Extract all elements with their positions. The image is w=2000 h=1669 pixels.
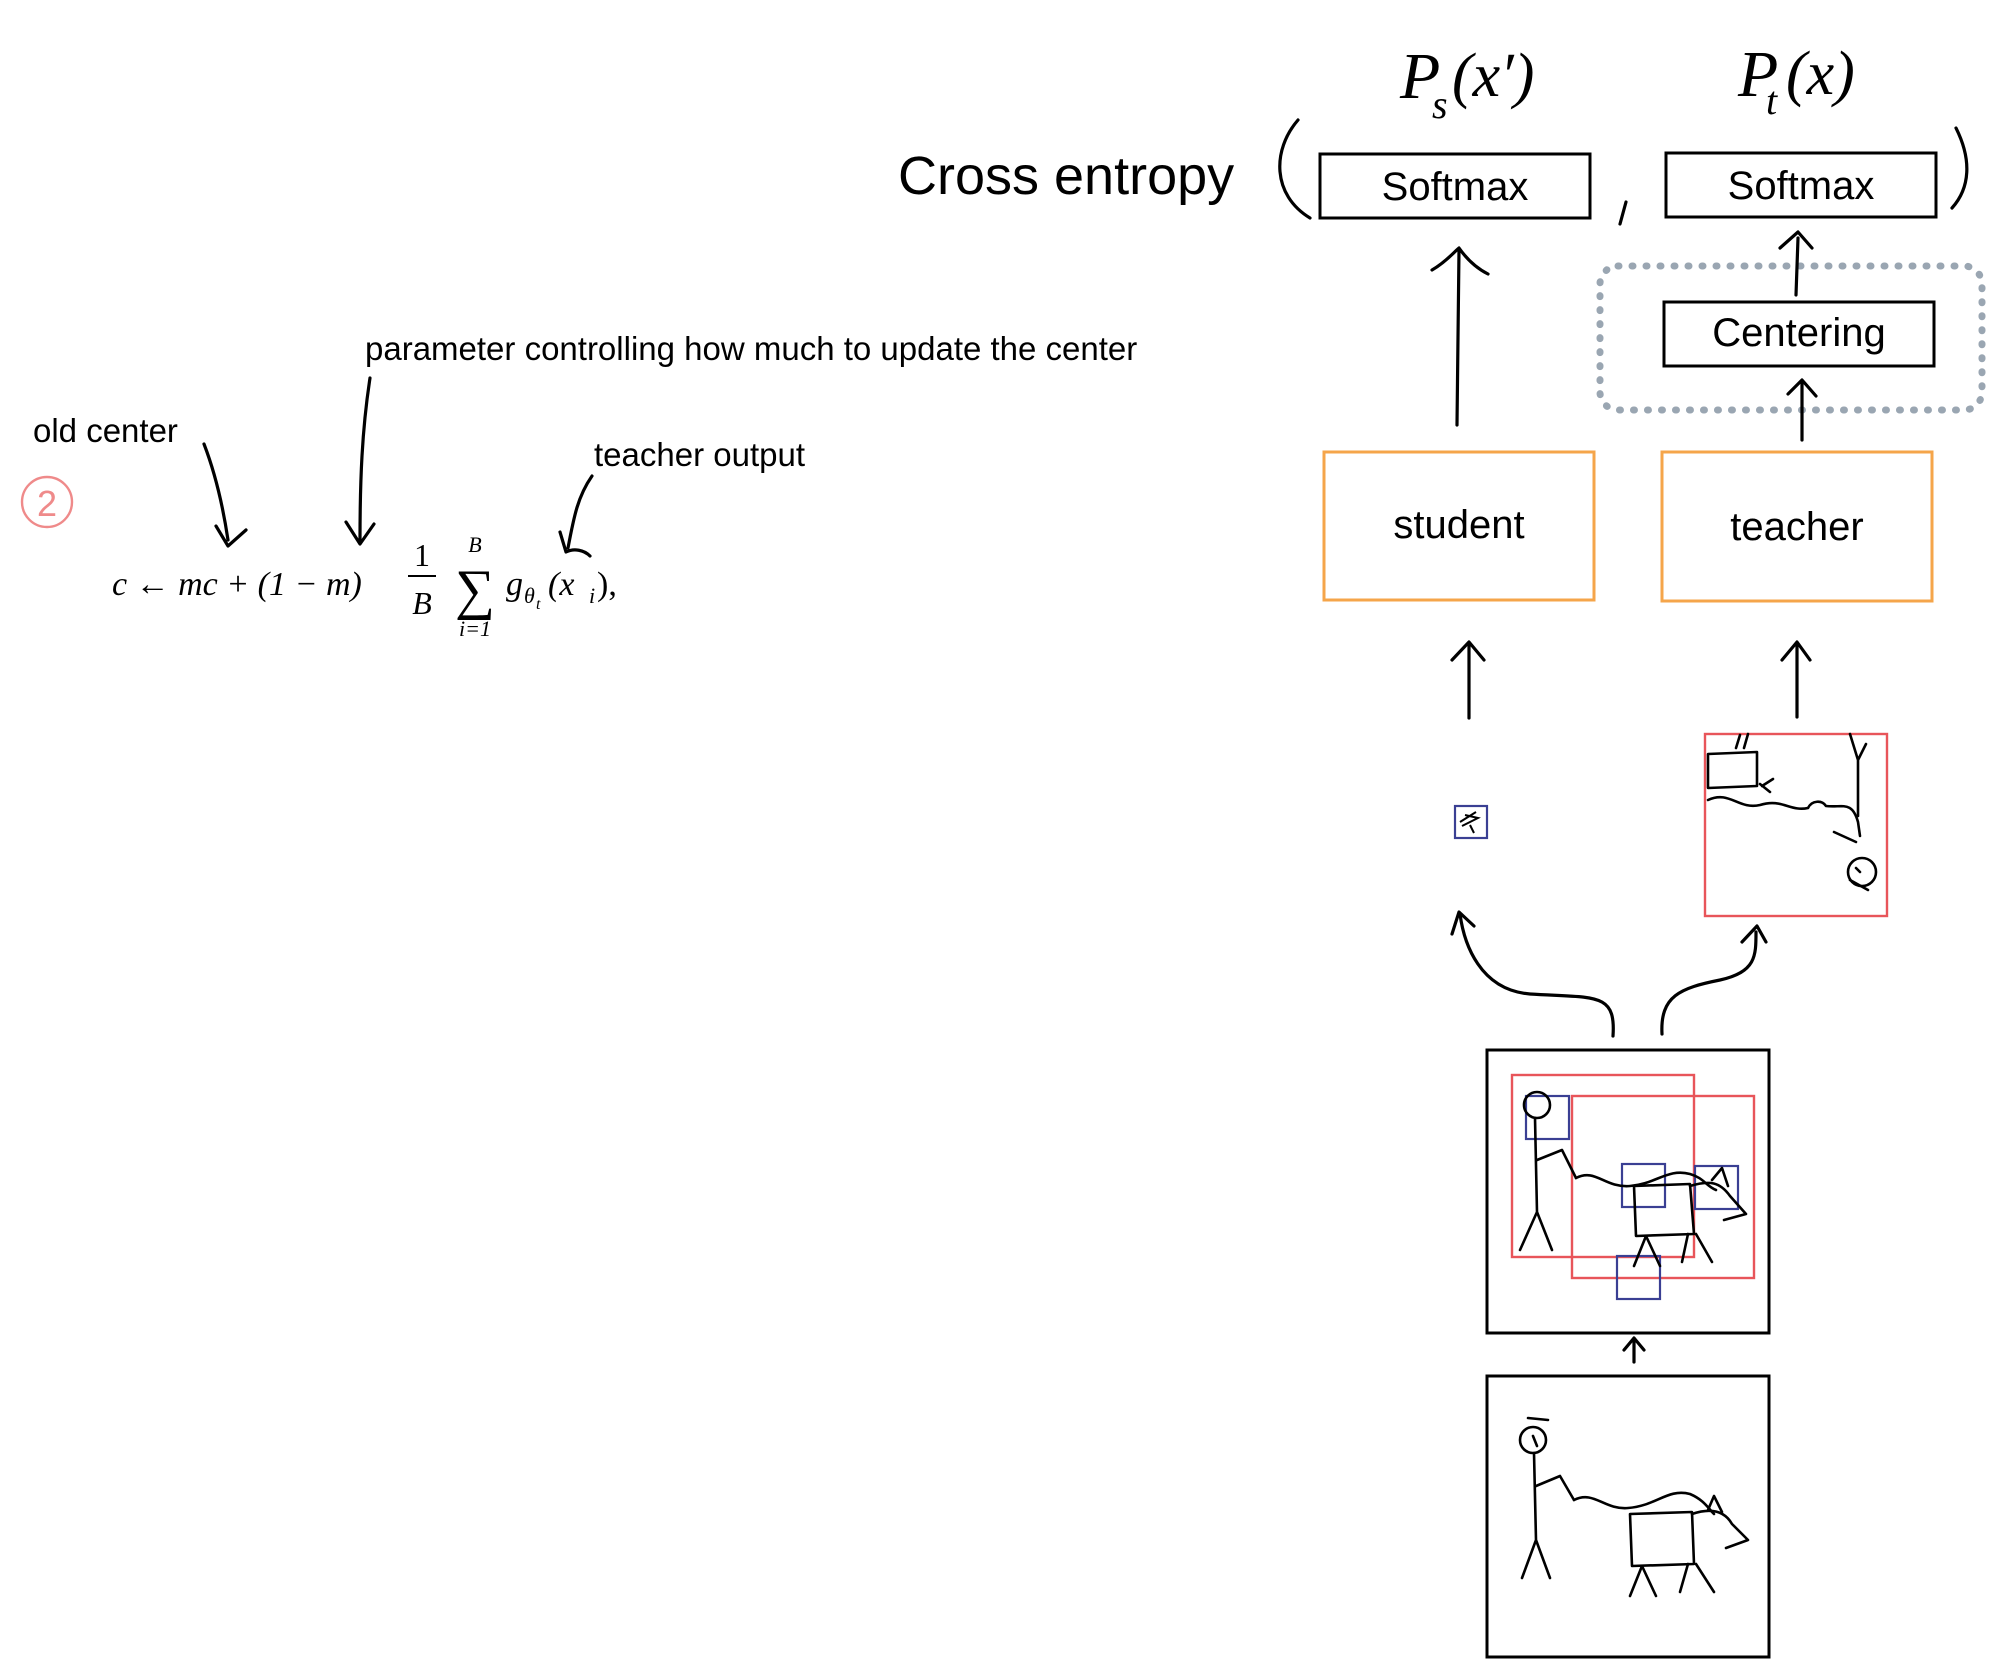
augmented-image [1485, 1048, 1771, 1335]
local-crop-3 [1693, 1164, 1740, 1211]
equation-sum-upper: B [468, 532, 481, 557]
step-number: 2 [37, 483, 57, 524]
teacher-global-crop [1703, 732, 1889, 918]
param-arrow [344, 376, 376, 546]
original-to-augment-arrow [1622, 1336, 1646, 1364]
original-image [1485, 1374, 1771, 1659]
svg-text:(x): (x) [1786, 40, 1855, 108]
teacher-label: teacher [1730, 505, 1863, 549]
param-annotation: parameter controlling how much to update… [365, 330, 1137, 367]
equation-sum-lower: i=1 [459, 616, 491, 641]
equation-g-sub: θ [524, 583, 535, 608]
cross-entropy-label: Cross entropy [898, 146, 1234, 206]
student-label: student [1393, 503, 1524, 547]
centering-dotted-border [1596, 262, 1986, 414]
equation-arg: (x [548, 566, 574, 603]
centering-to-softmax-arrow [1778, 230, 1814, 297]
student-box [1322, 450, 1596, 602]
open-paren [1278, 118, 1312, 220]
close-paren [1950, 126, 1969, 210]
augment-to-student-arrow [1450, 910, 1615, 1038]
global-crop-2 [1570, 1094, 1756, 1280]
svg-text:t: t [1766, 78, 1778, 123]
centering-label: Centering [1712, 311, 1885, 355]
augment-to-teacher-arrow [1660, 924, 1768, 1036]
equation-g: g [506, 566, 523, 603]
step-number-circle [20, 475, 74, 529]
teacher-softmax-box [1664, 151, 1938, 219]
old-center-annotation: old center [33, 412, 178, 449]
svg-text:s: s [1432, 82, 1448, 127]
equation-arg-sub: i [589, 583, 595, 608]
centering-box [1662, 300, 1936, 368]
teacher-input-arrow [1780, 640, 1812, 719]
comma-mark [1618, 200, 1628, 226]
equation-frac-den: B [412, 585, 432, 621]
student-input-arrow [1450, 640, 1486, 720]
equation-arg-end: ), [597, 566, 617, 603]
teacher-softmax-label: Softmax [1728, 164, 1875, 208]
svg-text:(x′): (x′) [1452, 42, 1534, 110]
teacher-box [1660, 450, 1934, 603]
svg-text:P: P [1399, 40, 1440, 113]
student-to-softmax-arrow [1430, 246, 1490, 427]
equation-frac-num: 1 [414, 537, 430, 573]
old-center-arrow [202, 442, 248, 548]
teacher-probability-label: P t (x) [1737, 38, 1855, 123]
teacher-to-centering-arrow [1786, 378, 1818, 442]
student-softmax-box [1318, 152, 1592, 220]
equation-lhs: c ← mc + (1 − m) [112, 566, 362, 603]
equation-sum-symbol: ∑ [455, 559, 495, 621]
student-local-crop [1453, 804, 1489, 840]
svg-text:P: P [1737, 38, 1778, 111]
center-update-equation: c ← mc + (1 − m) 1 B B ∑ i=1 g θ t (x i … [112, 532, 617, 641]
student-probability-label: P s (x′) [1399, 40, 1534, 127]
teacher-output-annotation: teacher output [594, 436, 805, 473]
student-softmax-label: Softmax [1382, 165, 1529, 209]
equation-g-subsub: t [536, 596, 541, 613]
teacher-output-arrow [558, 474, 594, 558]
